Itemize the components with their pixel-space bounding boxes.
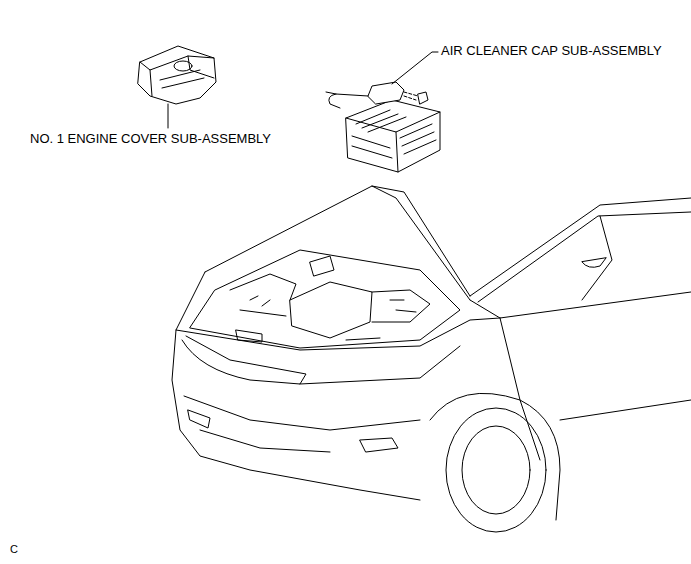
air-cleaner-drawing xyxy=(326,52,440,172)
figure-code: C xyxy=(10,543,18,555)
part-name: AIR CLEANER CAP SUB-ASSEMBLY xyxy=(441,44,662,58)
engine-cover-drawing xyxy=(138,46,216,128)
part-name: NO. 1 ENGINE COVER SUB-ASSEMBLY xyxy=(30,132,271,146)
vehicle-drawing xyxy=(172,186,691,532)
